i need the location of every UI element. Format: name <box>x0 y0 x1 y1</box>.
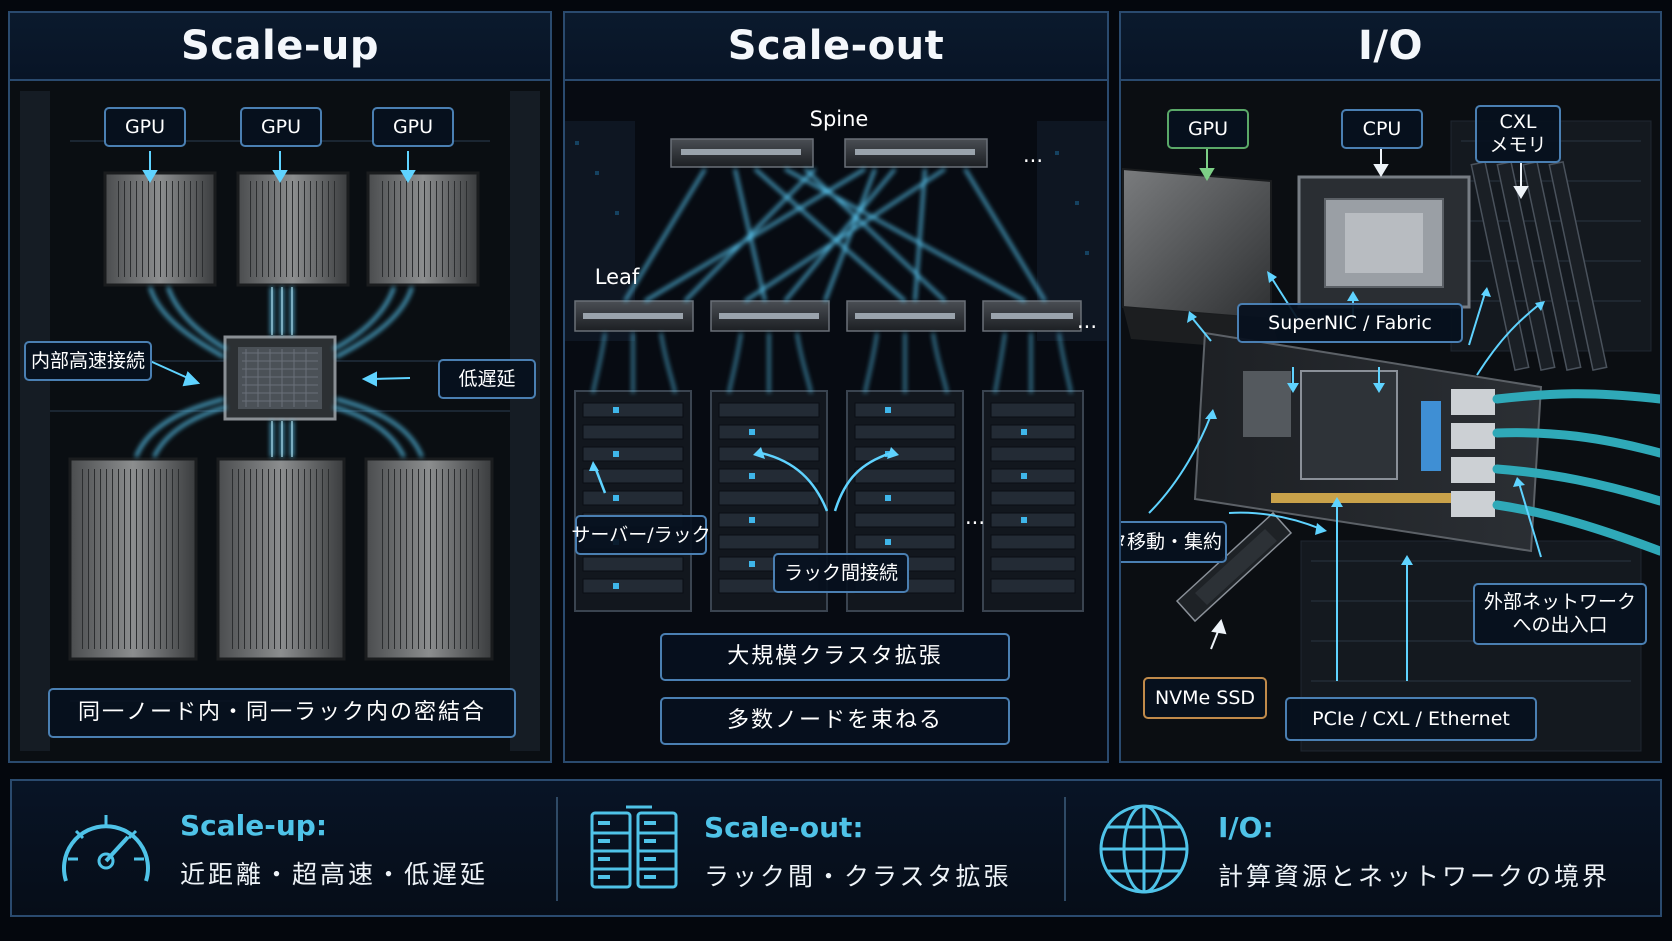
nvme-ssd-label: NVMe SSD <box>1143 677 1267 719</box>
gpu-label-2: GPU <box>240 107 322 147</box>
summary-scale-up-title: Scale-up: <box>180 809 328 842</box>
summary-scale-out-desc: ラック間・クラスタ拡張 <box>704 862 1012 891</box>
summary-divider-1 <box>556 797 558 901</box>
speedometer-icon <box>62 815 150 882</box>
server-rack-label: サーバー/ラック <box>571 515 711 555</box>
network-cables <box>1492 389 1660 556</box>
cxl-memory-label: CXL メモリ <box>1475 105 1561 163</box>
spine-switches <box>670 138 988 168</box>
io-gpu-label: GPU <box>1167 109 1249 149</box>
inter-rack-label: ラック間接続 <box>773 553 909 593</box>
top-gpu-modules <box>103 171 480 287</box>
leaf-label: Leaf <box>594 265 640 290</box>
scale-up-illustration <box>10 81 550 761</box>
low-latency-label: 低遅延 <box>438 359 536 399</box>
cluster-expand-label: 大規模クラスタ拡張 <box>660 633 1010 681</box>
scale-up-panel: Scale-up <box>8 11 552 763</box>
supernic-label: SuperNIC / Fabric <box>1237 303 1463 343</box>
central-switch-chip <box>223 335 337 421</box>
spine-leaf-links <box>623 167 1047 303</box>
data-move-label: データ移動・集約 <box>1121 521 1227 563</box>
io-title: I/O <box>1121 13 1660 81</box>
server-rack-icon <box>590 805 678 889</box>
summary-io-desc: 計算資源とネットワークの境界 <box>1218 862 1611 891</box>
bundle-nodes-label: 多数ノードを束ねる <box>660 697 1010 745</box>
spine-ellipsis: ... <box>1022 143 1044 168</box>
io-cpu-socket <box>1297 175 1471 309</box>
io-cpu-label: CPU <box>1341 109 1423 149</box>
gpu-label-1: GPU <box>104 107 186 147</box>
globe-icon <box>1099 804 1189 894</box>
summary-bar: Scale-up: 近距離・超高速・低遅延 Scale-out: ラック間・クラ… <box>10 779 1662 917</box>
cxl-memory-modules <box>1470 160 1608 372</box>
scale-up-title: Scale-up <box>10 13 550 81</box>
external-gateway-label: 外部ネットワーク への出入口 <box>1473 583 1647 645</box>
leaf-rack-links <box>592 332 1072 394</box>
leaf-ellipsis: ... <box>1076 309 1098 334</box>
rack-ellipsis: ... <box>964 505 986 530</box>
bottom-gpu-modules <box>68 457 494 661</box>
summary-divider-2 <box>1064 797 1066 901</box>
nvme-ssd-module <box>1175 511 1293 623</box>
io-illustration <box>1121 81 1660 761</box>
interconnect-label: 内部高速接続 <box>24 341 152 381</box>
gpu-label-3: GPU <box>372 107 454 147</box>
summary-scale-up-desc: 近距離・超高速・低遅延 <box>180 860 489 889</box>
interfaces-label: PCIe / CXL / Ethernet <box>1285 697 1537 741</box>
summary-scale-out-title: Scale-out: <box>704 811 864 844</box>
spine-label: Spine <box>809 107 869 132</box>
io-panel: I/O <box>1119 11 1662 763</box>
summary-io-title: I/O: <box>1218 811 1274 844</box>
scale-out-title: Scale-out <box>565 13 1107 81</box>
scale-out-panel: Scale-out <box>563 11 1109 763</box>
supernic-card <box>1193 331 1543 553</box>
scale-up-caption: 同一ノード内・同一ラック内の密結合 <box>48 688 516 738</box>
leaf-switches <box>574 300 1082 332</box>
